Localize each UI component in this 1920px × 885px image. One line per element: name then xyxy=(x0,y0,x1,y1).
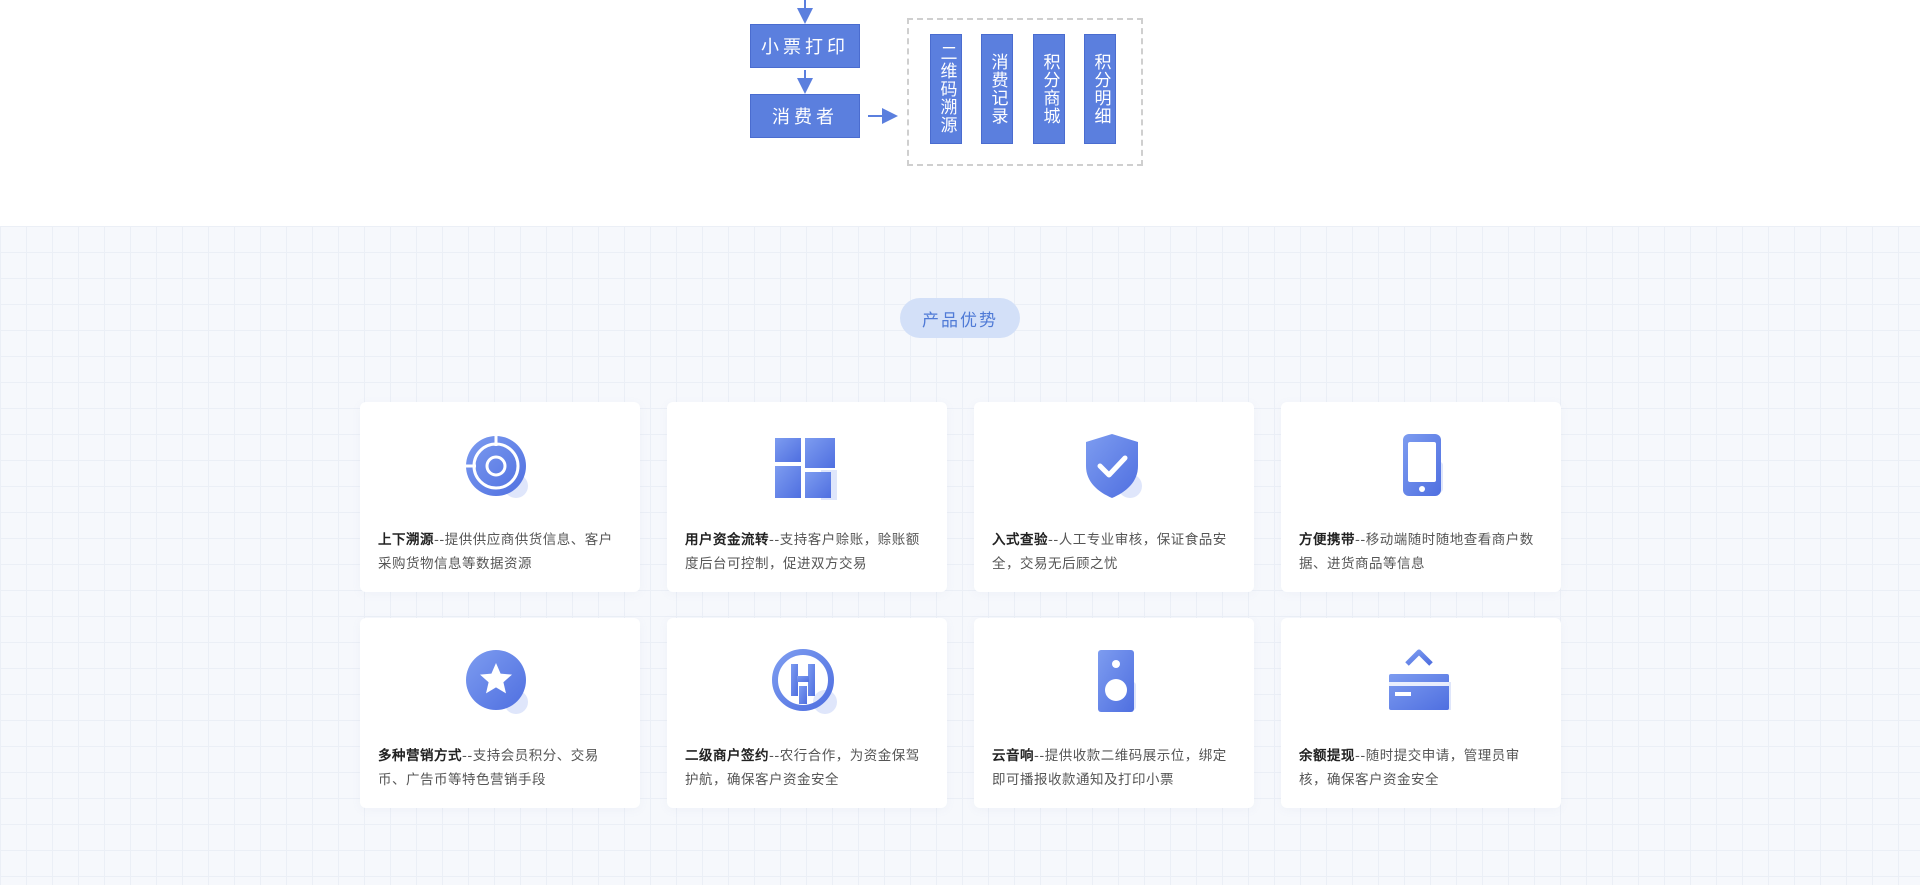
advantage-card: 方便携带--移动端随时随地查看商户数据、进货商品等信息 xyxy=(1281,402,1561,592)
advantage-title: 云音响 xyxy=(992,748,1034,764)
grid-blocks-icon xyxy=(775,438,837,500)
receipt-print-box: 小票打印 xyxy=(750,24,860,68)
advantage-desc: 用户资金流转--支持客户赊账，赊账额度后台可控制，促进双方交易 xyxy=(685,528,933,576)
feature-points-detail: 积分明细 xyxy=(1084,34,1116,144)
advantage-desc: 方便携带--移动端随时随地查看商户数据、进货商品等信息 xyxy=(1299,528,1547,576)
advantage-title: 用户资金流转 xyxy=(685,532,769,548)
advantage-card: 余额提现--随时提交申请，管理员审核，确保客户资金安全 xyxy=(1281,618,1561,808)
advantage-card: 二级商户签约--农行合作，为资金保驾护航，确保客户资金安全 xyxy=(667,618,947,808)
feature-group-frame xyxy=(907,18,1143,166)
advantage-card: 用户资金流转--支持客户赊账，赊账额度后台可控制，促进双方交易 xyxy=(667,402,947,592)
advantage-desc: 多种营销方式--支持会员积分、交易币、广告币等特色营销手段 xyxy=(378,744,626,792)
advantage-desc: 余额提现--随时提交申请，管理员审核，确保客户资金安全 xyxy=(1299,744,1547,792)
advantage-text: --提供供应商供货信息、客户采购货物信息等数据资源 xyxy=(378,532,613,572)
bank-logo-icon xyxy=(772,649,837,714)
shield-check-icon xyxy=(1086,434,1142,498)
feature-consume-record: 消费记录 xyxy=(981,34,1013,144)
mobile-phone-icon xyxy=(1403,434,1443,496)
flow-diagram: 小票打印 消费者 二维码溯源 消费记录 积分商城 积分明细 xyxy=(0,0,1920,226)
advantage-text: --农行合作，为资金保驾护航，确保客户资金安全 xyxy=(685,748,920,788)
advantages-section: 产品优势 上下溯源--提供供应商供货信息、客户采购货物信息等数据资源 用户资金流… xyxy=(0,226,1920,885)
speaker-icon xyxy=(1098,650,1136,712)
advantage-card: 云音响--提供收款二维码展示位，绑定即可播报收款通知及打印小票 xyxy=(974,618,1254,808)
advantage-title: 入式查验 xyxy=(992,532,1048,548)
advantage-card: 多种营销方式--支持会员积分、交易币、广告币等特色营销手段 xyxy=(360,618,640,808)
advantage-text: --支持客户赊账，赊账额度后台可控制，促进双方交易 xyxy=(685,532,920,572)
advantage-text: --支持会员积分、交易币、广告币等特色营销手段 xyxy=(378,748,599,788)
feature-qr-trace: 二维码溯源 xyxy=(930,34,962,144)
advantage-title: 余额提现 xyxy=(1299,748,1355,764)
card-upload-icon xyxy=(1389,649,1451,710)
advantage-title: 多种营销方式 xyxy=(378,748,462,764)
advantage-desc: 上下溯源--提供供应商供货信息、客户采购货物信息等数据资源 xyxy=(378,528,626,576)
advantage-title: 上下溯源 xyxy=(378,532,434,548)
advantages-title: 产品优势 xyxy=(900,298,1020,338)
advantage-card: 上下溯源--提供供应商供货信息、客户采购货物信息等数据资源 xyxy=(360,402,640,592)
advantage-text: --人工专业审核，保证食品安全，交易无后顾之忧 xyxy=(992,532,1227,572)
flow-connectors xyxy=(797,0,898,124)
advantage-desc: 二级商户签约--农行合作，为资金保驾护航，确保客户资金安全 xyxy=(685,744,933,792)
advantage-card: 入式查验--人工专业审核，保证食品安全，交易无后顾之忧 xyxy=(974,402,1254,592)
advantage-text: --移动端随时随地查看商户数据、进货商品等信息 xyxy=(1299,532,1534,572)
feature-points-mall: 积分商城 xyxy=(1033,34,1065,144)
advantage-desc: 云音响--提供收款二维码展示位，绑定即可播报收款通知及打印小票 xyxy=(992,744,1240,792)
advantage-desc: 入式查验--人工专业审核，保证食品安全，交易无后顾之忧 xyxy=(992,528,1240,576)
advantage-text: --随时提交申请，管理员审核，确保客户资金安全 xyxy=(1299,748,1520,788)
advantage-text: --提供收款二维码展示位，绑定即可播报收款通知及打印小票 xyxy=(992,748,1227,788)
star-badge-icon xyxy=(466,650,528,714)
consumer-box: 消费者 xyxy=(750,94,860,138)
target-icon xyxy=(466,436,528,498)
advantage-title: 方便携带 xyxy=(1299,532,1355,548)
advantage-title: 二级商户签约 xyxy=(685,748,769,764)
